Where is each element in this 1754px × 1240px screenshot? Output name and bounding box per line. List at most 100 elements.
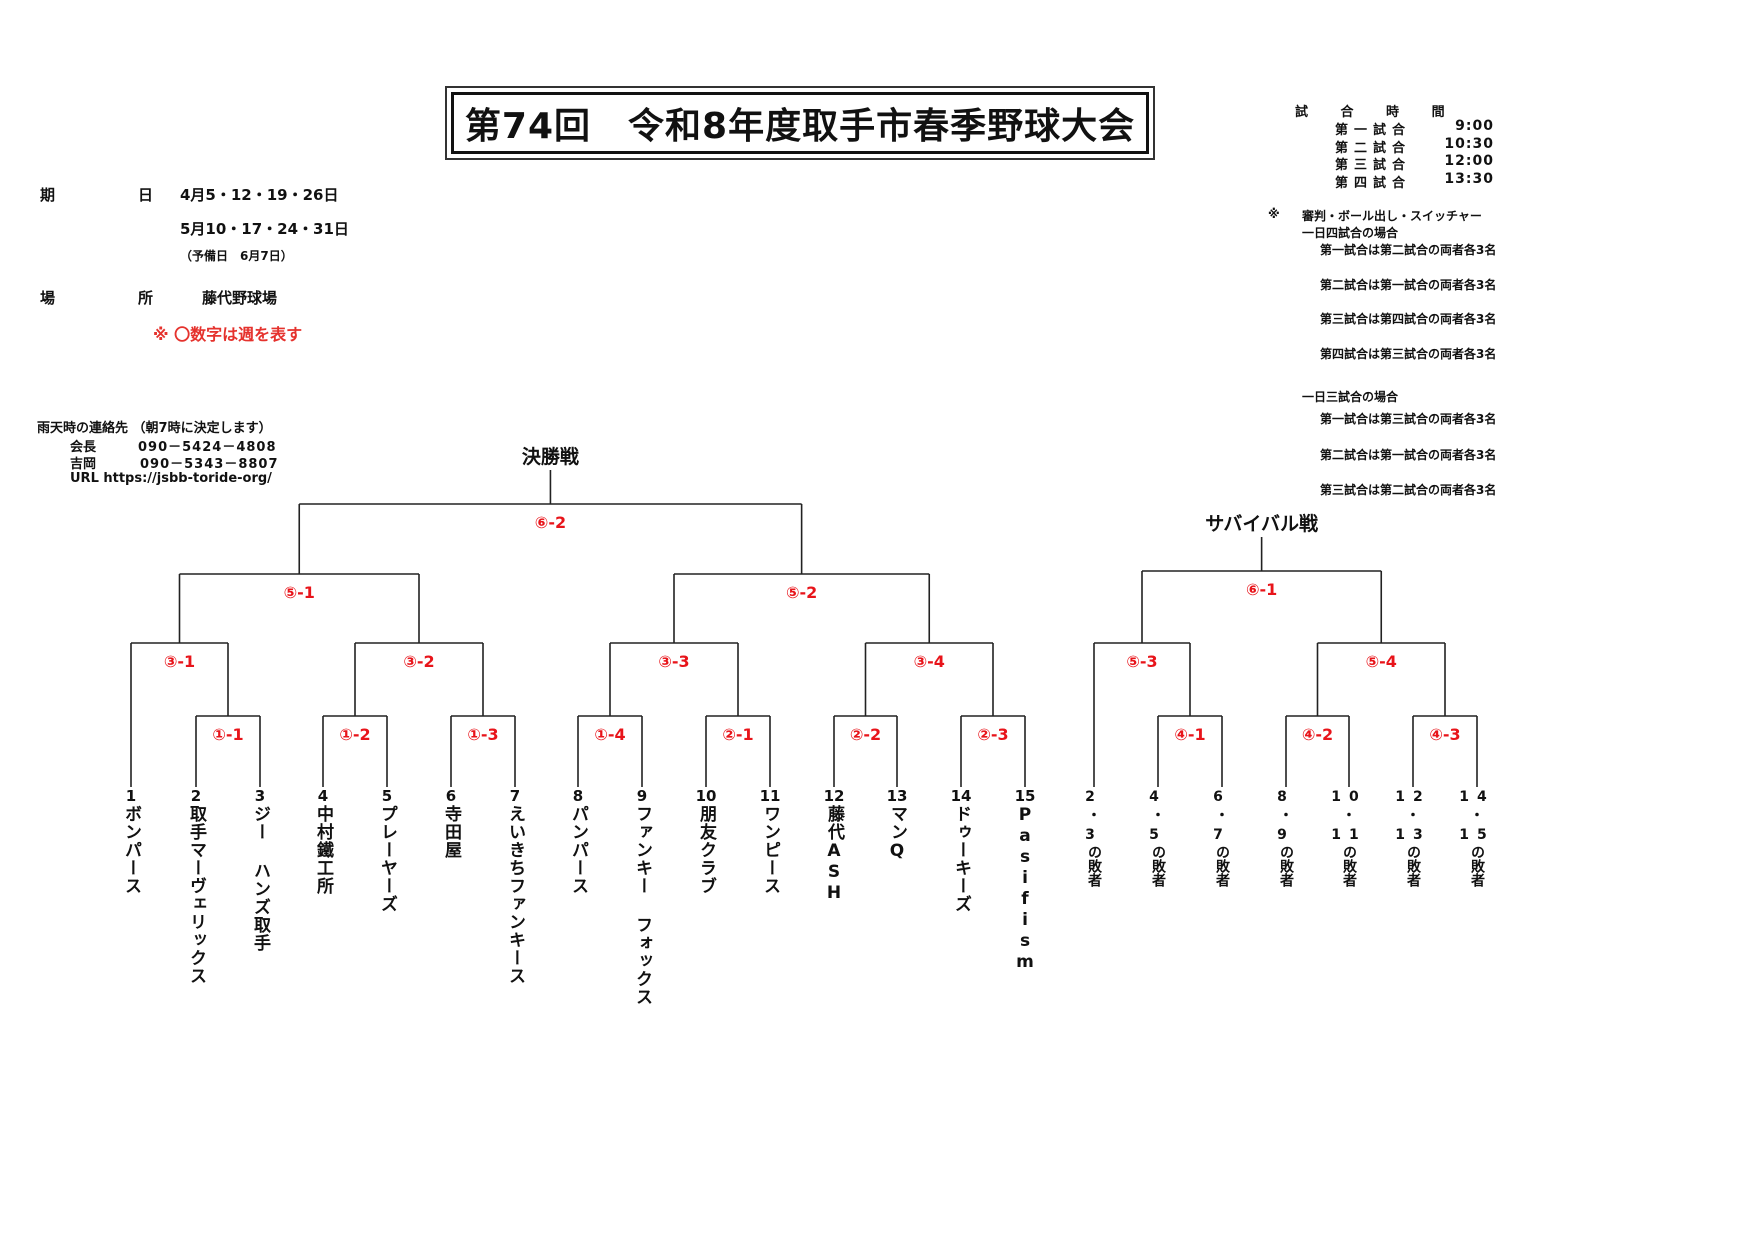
survival-entry-sep: ・	[1087, 808, 1101, 824]
match-label: ②-2	[849, 725, 882, 744]
schedule-row-label: 第四試合	[1335, 176, 1412, 191]
match-label: ③-3	[658, 652, 690, 671]
team-number: 3	[254, 787, 266, 805]
team-name: 朋友クラブ	[696, 805, 716, 895]
schedule-row-time: 13:30	[1444, 171, 1494, 187]
schedule-row-label: 第一試合	[1335, 123, 1412, 138]
match-label: ⑤-4	[1365, 652, 1397, 671]
match-label: ④-1	[1174, 725, 1206, 744]
survival-entry-suffix: の敗者	[1468, 845, 1485, 887]
schedule-row-label: 第二試合	[1335, 141, 1412, 156]
date-label-2: 日	[138, 186, 154, 204]
match-label: ①-1	[212, 725, 244, 744]
duty-rule: 第三試合は第二試合の両者各3名	[1320, 483, 1497, 497]
duty-rule: 第一試合は第三試合の両者各3名	[1320, 412, 1497, 426]
contact-phone: 090－5343－8807	[140, 457, 279, 472]
team-number: 5	[381, 787, 393, 805]
team-name: プレーヤーズ	[377, 805, 397, 913]
team-name: ジー ハンズ取手	[250, 805, 270, 952]
survival-entry-b: 15	[1459, 827, 1495, 843]
team-number: 2	[190, 787, 202, 805]
survival-entry-sep: ・	[1215, 808, 1229, 824]
survival-entry: 2 ・ 3 の敗者	[1085, 788, 1103, 887]
match-label: ③-4	[913, 652, 945, 671]
duty-rule: 第一試合は第二試合の両者各3名	[1320, 243, 1497, 257]
duty-rule: 第四試合は第三試合の両者各3名	[1320, 347, 1497, 361]
survival-entry-a: 4	[1149, 789, 1167, 805]
team-number: 9	[636, 787, 648, 805]
team-number: 6	[445, 787, 457, 805]
survival-entry-b: 9	[1277, 827, 1295, 843]
team-number: 4	[317, 787, 329, 805]
duty-rule: 第二試合は第一試合の両者各3名	[1320, 278, 1497, 292]
survival-entry-suffix: の敗者	[1278, 845, 1294, 887]
match-label: ①-2	[339, 725, 371, 744]
schedule-row-time: 9:00	[1455, 118, 1494, 134]
match-label: ②-3	[977, 725, 1009, 744]
schedule-row-time: 12:00	[1444, 153, 1494, 169]
schedule-heading: 試 合 時 間	[1295, 105, 1459, 120]
team-number: 7	[509, 787, 521, 805]
week-note: ※ 〇数字は週を表す	[153, 325, 303, 344]
reserve-date: （予備日 6月7日）	[180, 249, 293, 263]
survival-entry-a: 2	[1085, 789, 1103, 805]
survival-entry-sep: ・	[1405, 808, 1420, 824]
match-label: ⑤-1	[283, 583, 315, 602]
survival-entry-suffix: の敗者	[1150, 845, 1166, 887]
schedule-row-label: 第三試合	[1335, 158, 1412, 173]
survival-entry-a: 10	[1331, 789, 1367, 805]
page-title: 第74回 令和8年度取手市春季野球大会	[451, 92, 1149, 154]
team-name: ファンキー フォックス	[632, 805, 652, 1006]
venue: 藤代野球場	[202, 289, 278, 307]
contact-url[interactable]: URL https://jsbb-toride-org/	[70, 471, 272, 486]
match-label: ⑥-2	[534, 513, 567, 532]
team-name: えいきちファンキース	[505, 805, 525, 985]
team-name: Pasifism	[1015, 805, 1035, 973]
team-name: パンパース	[568, 805, 588, 895]
team-number: 13	[886, 787, 908, 805]
team-name: 中村鐵工所	[313, 805, 333, 895]
final-title: 決勝戦	[521, 446, 579, 468]
team-number: 14	[950, 787, 972, 805]
match-label: ⑥-1	[1245, 580, 1278, 599]
match-label: ①-4	[594, 725, 626, 744]
team-number: 12	[823, 787, 845, 805]
team-number: 10	[695, 787, 717, 805]
duty-rule: 第三試合は第四試合の両者各3名	[1320, 312, 1497, 326]
survival-entry-sep: ・	[1469, 808, 1484, 824]
survival-entry-suffix: の敗者	[1404, 845, 1421, 887]
survival-entry-suffix: の敗者	[1214, 845, 1230, 887]
match-label: ②-1	[722, 725, 754, 744]
team-name: 藤代ASH	[824, 805, 844, 904]
team-name: ボンパース	[121, 805, 141, 895]
duty-heading: 審判・ボール出し・スイッチャー	[1302, 209, 1482, 223]
four-games-heading: 一日四試合の場合	[1302, 226, 1399, 240]
match-label: ③-2	[403, 652, 435, 671]
team-name: ワンピース	[760, 805, 780, 895]
survival-entry-suffix: の敗者	[1340, 845, 1357, 887]
survival-entry-b: 3	[1085, 827, 1103, 843]
team-name: ドゥーキーズ	[951, 805, 971, 913]
survival-entry-a: 14	[1459, 789, 1495, 805]
title-box: 第74回 令和8年度取手市春季野球大会	[445, 86, 1155, 160]
team-number: 15	[1014, 787, 1036, 805]
survival-entry: 14 ・ 15 の敗者	[1459, 788, 1494, 887]
survival-entry-suffix: の敗者	[1086, 845, 1102, 887]
duty-mark: ※	[1268, 207, 1280, 221]
contact-phone: 090－5424－4808	[138, 440, 277, 455]
survival-entry-b: 11	[1331, 827, 1367, 843]
survival-entry-b: 13	[1395, 827, 1431, 843]
place-label-1: 場	[40, 289, 56, 307]
survival-entry-a: 8	[1277, 789, 1295, 805]
survival-entry-b: 5	[1149, 827, 1167, 843]
schedule-row-time: 10:30	[1444, 136, 1494, 152]
team-name: 取手マーヴェリックス	[186, 805, 206, 985]
date-label-1: 期	[40, 186, 56, 204]
match-label: ⑤-2	[785, 583, 818, 602]
